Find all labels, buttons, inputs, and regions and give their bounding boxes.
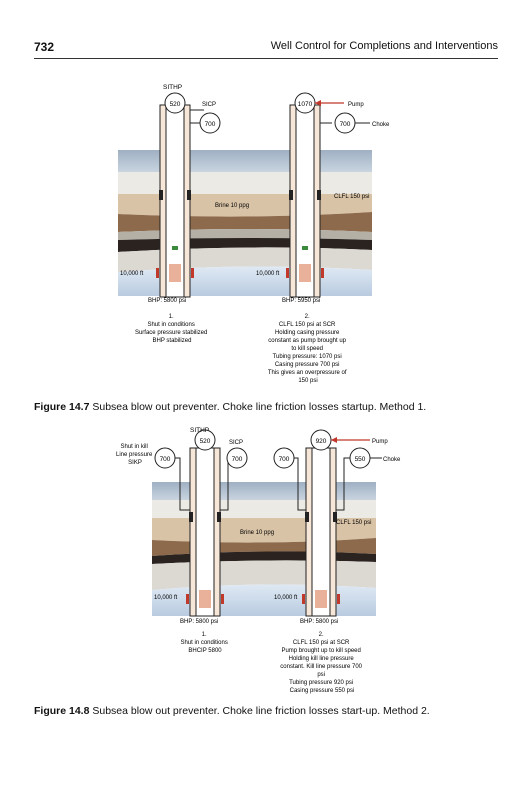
- page-number: 732: [34, 40, 55, 54]
- fig2-bhp-left: BHP: 5800 psi: [180, 619, 218, 625]
- fig1-tubing-gauge-left: [164, 92, 186, 114]
- fig2-kill-label: Shut in kill Line pressure SIKP: [116, 444, 154, 466]
- fig2-kill-gauge-right: [273, 447, 295, 469]
- figure-14-7-caption: Figure 14.7 Subsea blow out preventer. C…: [34, 401, 504, 413]
- fig2-clfl-label: CLFL 150 psi: [336, 520, 371, 526]
- caption-label: Figure 14.7: [34, 401, 90, 413]
- fig1-depth-right: 10,000 ft: [256, 271, 280, 277]
- fig1-pump-label: Pump: [348, 102, 364, 108]
- fig1-brine-label: Brine 10 ppg: [215, 203, 249, 209]
- fig2-gauge-520: 520: [200, 438, 211, 445]
- fig1-notes-left: 1. Shut in conditions Surface pressure s…: [135, 314, 209, 344]
- fig1-bhp-right: BHP: 5950 psi: [282, 298, 320, 304]
- fig1-choke-label: Choke: [372, 122, 390, 128]
- fig2-sithp-label: SITHP: [190, 427, 209, 434]
- fig1-gauge-520: 520: [170, 101, 181, 108]
- fig2-reservoir: [152, 584, 376, 616]
- caption-text: Subsea blow out preventer. Choke line fr…: [92, 705, 430, 717]
- fig2-brine-label: Brine 10 ppg: [240, 530, 274, 536]
- fig1-bhp-left: BHP: 5800 psi: [148, 298, 186, 304]
- fig2-gauge-920: 920: [316, 438, 327, 445]
- fig2-sea: [152, 482, 376, 500]
- fig2-kill-gauge-left: [154, 447, 176, 469]
- fig2-notes-right: 2. CLFL 150 psi at SCR Pump brought up t…: [280, 632, 363, 694]
- fig2-gauge-700-kill-right: 700: [279, 456, 290, 463]
- fig2-casing-gauge-left: [226, 447, 248, 469]
- fig2-notes-left: 1. Shut in conditions BHCIP 5800: [180, 632, 229, 654]
- figure-14-8: SITHP Shut in kill Line pressure SIKP 70…: [116, 427, 401, 694]
- caption-label: Figure 14.8: [34, 705, 90, 717]
- fig2-choke-label: Choke: [383, 457, 401, 463]
- fig1-sea: [118, 150, 372, 172]
- fig1-depth-left: 10,000 ft: [120, 271, 144, 277]
- fig2-pump-label: Pump: [372, 439, 388, 445]
- fig2-seabed: [152, 500, 376, 518]
- fig1-notes-right: 2. CLFL 150 psi at SCR Holding casing pr…: [268, 314, 348, 384]
- fig2-gauge-550: 550: [355, 456, 366, 463]
- fig1-gauge-1070: 1070: [298, 101, 313, 108]
- fig2-bhp-right: BHP: 5800 psi: [300, 619, 338, 625]
- fig1-gauge-700-left: 700: [205, 121, 216, 128]
- fig2-depth-left: 10,000 ft: [154, 595, 178, 601]
- figure-14-7: SITHP 520 SICP 700 1070 Pump 700 Choke C…: [118, 84, 390, 384]
- running-title: Well Control for Completions and Interve…: [270, 40, 498, 52]
- fig2-gauge-700-casing: 700: [232, 456, 243, 463]
- fig1-clfl-label: CLFL 150 psi: [334, 194, 369, 200]
- fig1-sicp-label: SICP: [202, 102, 216, 108]
- fig2-sicp-label: SICP: [229, 440, 243, 446]
- fig2-gauge-kill-left: 700: [160, 456, 171, 463]
- fig1-gauge-700-right: 700: [340, 121, 351, 128]
- fig1-sithp-label: SITHP: [163, 84, 182, 91]
- figure-14-8-caption: Figure 14.8 Subsea blow out preventer. C…: [34, 705, 504, 717]
- caption-text: Subsea blow out preventer. Choke line fr…: [92, 401, 427, 413]
- fig2-depth-right: 10,000 ft: [274, 595, 298, 601]
- page-header: 732 Well Control for Completions and Int…: [34, 38, 498, 59]
- fig2-tubing-gauge-left: [194, 429, 216, 451]
- fig1-left-perforation: [169, 264, 181, 282]
- fig1-seabed: [118, 172, 372, 194]
